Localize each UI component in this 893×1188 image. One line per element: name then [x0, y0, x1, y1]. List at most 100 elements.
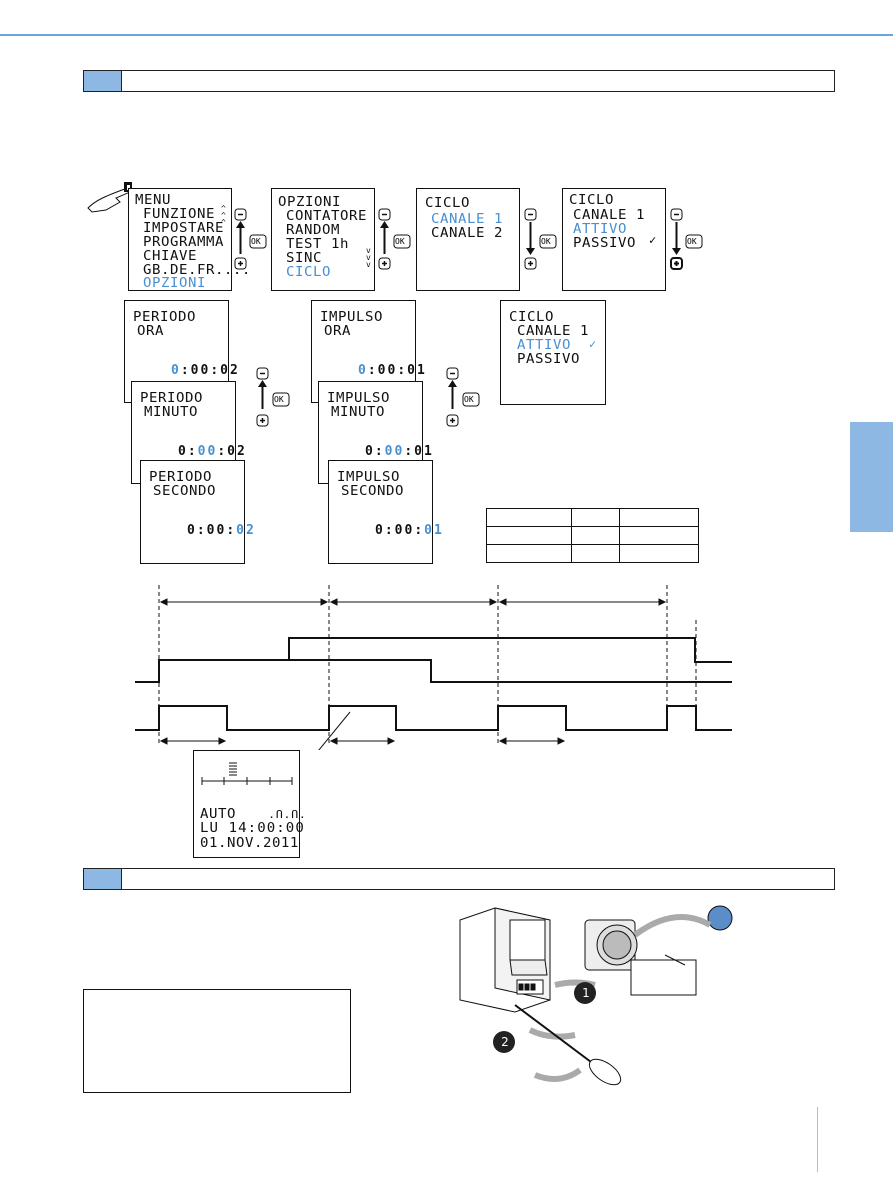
seconds-digit: 02	[220, 363, 240, 378]
table-cell	[487, 509, 572, 527]
table-cell	[572, 527, 620, 545]
ok-button[interactable]: OK	[687, 237, 697, 246]
periodo-sub: ORA	[137, 325, 164, 338]
scroll-down-arrows-icon: vvv	[366, 247, 371, 268]
ok-button[interactable]: OK	[395, 237, 405, 246]
menu-item[interactable]: CONTATORE	[286, 210, 367, 223]
table-cell	[620, 509, 699, 527]
cycle-symbol: .Ո.Ո.	[268, 808, 306, 821]
ciclo-title: CICLO	[569, 194, 614, 207]
menu-item-selected[interactable]: OPZIONI	[143, 277, 206, 290]
table-cell	[487, 545, 572, 563]
menu-item[interactable]: SINC	[286, 252, 322, 265]
menu-item[interactable]: CANALE 2	[431, 227, 503, 240]
impulso-title: IMPULSO	[320, 311, 383, 324]
ok-button[interactable]: OK	[464, 395, 474, 404]
seconds-digit[interactable]: 02	[236, 523, 256, 538]
minutes-digit: 00	[395, 523, 415, 538]
periodo-title: PERIODO	[140, 392, 203, 405]
section-header-1	[83, 70, 835, 92]
table-cell	[620, 527, 699, 545]
menu-item[interactable]: PASSIVO	[517, 353, 580, 366]
periodo-title: PERIODO	[149, 471, 212, 484]
step-number-2: 2	[499, 1035, 511, 1049]
lcd-ciclo-screen: CICLO CANALE 1 CANALE 2	[416, 188, 520, 291]
lcd-ciclo-attivo-screen: CICLO CANALE 1 ATTIVO PASSIVO ✓	[562, 188, 666, 291]
ciclo-title: CICLO	[509, 311, 554, 324]
menu-title: MENU	[135, 194, 171, 207]
menu-item[interactable]: CHIAVE	[143, 250, 197, 263]
nav-control: OK	[256, 367, 290, 435]
lcd-opzioni-screen: OPZIONI CONTATORE RANDOM TEST 1h SINC CI…	[271, 188, 375, 291]
empty-table	[486, 508, 699, 563]
seconds-digit[interactable]: 01	[424, 523, 444, 538]
impulso-title: IMPULSO	[337, 471, 400, 484]
menu-item[interactable]: CANALE 1	[573, 209, 645, 222]
step-number-1: 1	[580, 986, 592, 1000]
table-cell	[620, 545, 699, 563]
nav-control: OK	[524, 208, 558, 276]
scroll-up-arrows-icon: ^^^	[221, 205, 226, 226]
side-index-tab	[850, 422, 893, 532]
check-icon: ✓	[649, 233, 656, 247]
note-box	[83, 989, 351, 1093]
menu-item[interactable]: CANALE 1	[517, 325, 589, 338]
seconds-digit: 01	[407, 363, 427, 378]
lcd-status-display: AUTO .Ո.Ո. LU 14:00:00 01.NOV.2011	[193, 750, 300, 858]
timeline-bar-icon	[200, 759, 295, 789]
table-cell	[487, 527, 572, 545]
battery-replacement-illustration	[455, 900, 745, 1095]
mode-label: AUTO	[200, 808, 236, 821]
seconds-digit: 01	[414, 444, 434, 459]
impulso-sub: ORA	[324, 325, 351, 338]
section-tab	[84, 869, 122, 889]
menu-item[interactable]: RANDOM	[286, 224, 340, 237]
hours-digit: 0	[375, 523, 385, 538]
impulso-title: IMPULSO	[327, 392, 390, 405]
menu-item-selected[interactable]: CANALE 1	[431, 213, 503, 226]
menu-item[interactable]: TEST 1h	[286, 238, 349, 251]
minutes-digit: 00	[191, 363, 211, 378]
periodo-sub: MINUTO	[144, 406, 198, 419]
hours-digit: 0	[365, 444, 375, 459]
ok-button[interactable]: OK	[541, 237, 551, 246]
minutes-digit[interactable]: 00	[198, 444, 218, 459]
opzioni-title: OPZIONI	[278, 196, 341, 209]
menu-item-selected[interactable]: ATTIVO	[517, 339, 571, 352]
menu-item[interactable]: IMPOSTARE	[143, 222, 224, 235]
lcd-ciclo-attivo-confirm: CICLO CANALE 1 ATTIVO PASSIVO ✓	[500, 300, 606, 405]
ok-button[interactable]: OK	[251, 237, 261, 246]
menu-item-selected[interactable]: ATTIVO	[573, 223, 627, 236]
check-icon: ✓	[589, 337, 596, 351]
impulso-sub: SECONDO	[341, 485, 404, 498]
date-line: 01.NOV.2011	[200, 837, 299, 850]
menu-item-selected[interactable]: CICLO	[286, 266, 331, 279]
minutes-digit[interactable]: 00	[385, 444, 405, 459]
menu-item[interactable]: FUNZIONE	[143, 208, 215, 221]
impulso-sub: MINUTO	[331, 406, 385, 419]
hours-digit: 0	[187, 523, 197, 538]
ok-button[interactable]: OK	[274, 395, 284, 404]
nav-control: OK	[234, 208, 268, 276]
periodo-title: PERIODO	[133, 311, 196, 324]
table-cell	[572, 545, 620, 563]
section-header-2	[83, 868, 835, 890]
ciclo-title: CICLO	[425, 197, 470, 210]
nav-control: OK	[670, 208, 704, 276]
minutes-digit: 00	[378, 363, 398, 378]
nav-control: OK	[446, 367, 480, 435]
lcd-menu-screen: MENU FUNZIONE IMPOSTARE PROGRAMMA CHIAVE…	[128, 188, 232, 291]
menu-item[interactable]: PASSIVO	[573, 237, 636, 250]
minutes-digit: 00	[207, 523, 227, 538]
lcd-periodo-secondo: PERIODO SECONDO 0:00:02	[140, 460, 245, 564]
menu-item[interactable]: PROGRAMMA	[143, 236, 224, 249]
page-margin-rule	[817, 1107, 818, 1172]
hours-digit[interactable]: 0	[171, 363, 181, 378]
timing-diagram	[120, 580, 740, 750]
time-line: LU 14:00:00	[200, 822, 305, 835]
seconds-digit: 02	[227, 444, 247, 459]
lcd-impulso-secondo: IMPULSO SECONDO 0:00:01	[328, 460, 433, 564]
hours-digit[interactable]: 0	[358, 363, 368, 378]
top-rule	[0, 34, 893, 36]
hours-digit: 0	[178, 444, 188, 459]
